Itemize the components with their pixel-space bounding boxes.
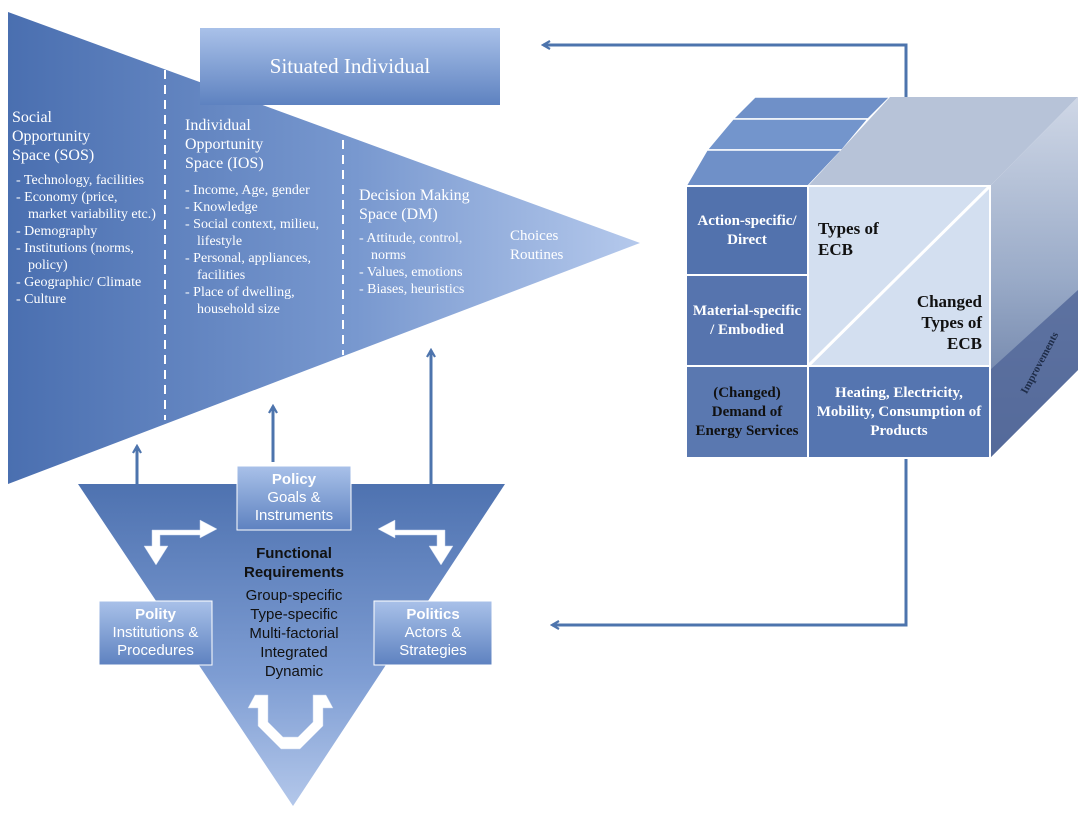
ios-item-1: - Income, Age, gender <box>185 183 310 198</box>
sos-item-4: - Institutions (norms, policy) <box>16 241 134 273</box>
material-specific-text: Material-specific / Embodied <box>692 302 802 338</box>
choices-routines: Choices Routines <box>510 227 563 265</box>
functional-item-1: Group-specific <box>245 587 343 604</box>
politics-line-2: Strategies <box>399 642 467 659</box>
material-specific-cell: Material-specific / Embodied <box>692 275 802 366</box>
functional-title-line-1: Functional <box>256 545 332 562</box>
dm-item-2: - Values, emotions <box>359 265 463 280</box>
sos-item-6: - Culture <box>16 292 67 307</box>
right-bent-arrow-icon <box>377 519 454 566</box>
policy-label: Policy Goals & Instruments <box>237 466 351 530</box>
ios-item-4: - Personal, appliances, facilities <box>185 251 311 283</box>
ios-title: Individual Opportunity Space (IOS) <box>185 116 335 173</box>
routines-label: Routines <box>510 247 564 263</box>
action-specific-cell: Action-specific/ Direct <box>692 186 802 275</box>
policy-title: Policy <box>271 471 317 488</box>
functional-item-4: Integrated <box>260 644 328 661</box>
sos-item-2: - Economy (price, market variability etc… <box>16 190 156 222</box>
cube-top-slat-2 <box>705 118 870 151</box>
functional-item-3: Multi-factorial <box>249 625 339 642</box>
ios-list: - Income, Age, gender - Knowledge - Soci… <box>185 182 335 318</box>
functional-item-5: Dynamic <box>264 663 324 680</box>
action-specific-text: Action-specific/ Direct <box>697 212 797 248</box>
dm-list: - Attitude, control, norms - Values, emo… <box>359 230 499 298</box>
sos-item-5: - Geographic/ Climate <box>16 275 142 290</box>
types-diagonal <box>806 184 992 368</box>
feedback-arrow-to-politics <box>552 458 908 625</box>
policy-box <box>236 465 352 531</box>
politics-line-1: Actors & <box>404 624 462 641</box>
functional-title-line-2: Requirements <box>243 564 345 581</box>
cube-top-right <box>808 97 1078 186</box>
bottom-double-arrow-icon <box>247 694 334 750</box>
sos-title: Social Opportunity Space (SOS) <box>12 108 162 165</box>
changed-demand-cell: (Changed) Demand of Energy Services <box>692 366 802 458</box>
dm-title-line-2: Space (DM) <box>359 206 438 223</box>
sos-item-1: - Technology, facilities <box>16 173 145 188</box>
dm-title-line-1: Decision Making <box>359 187 470 204</box>
polity-line-1: Institutions & <box>112 624 199 641</box>
heating-cell-bg <box>807 365 991 459</box>
policy-line-1: Goals & <box>267 489 321 506</box>
politics-label: Politics Actors & Strategies <box>374 601 492 665</box>
sos-title-line-2: Opportunity <box>12 128 91 145</box>
functional-requirements: Functional Requirements Group-specific T… <box>214 544 374 681</box>
heating-text: Heating, Electricity, Mobility, Consumpt… <box>816 384 982 439</box>
policy-line-2: Instruments <box>254 507 334 524</box>
polity-line-2: Procedures <box>117 642 194 659</box>
sos-item-3: - Demography <box>16 224 98 239</box>
situated-individual-label: Situated Individual <box>200 28 500 105</box>
policy-triangle <box>78 484 505 806</box>
cube-side-bottom <box>990 290 1078 458</box>
types-of-ecb-text: Types of ECB <box>818 219 879 259</box>
changed-types-text: Changed Types of ECB <box>916 292 982 353</box>
changed-demand-text: (Changed) Demand of Energy Services <box>695 384 799 439</box>
functional-item-2: Type-specific <box>250 606 338 623</box>
ios-item-2: - Knowledge <box>185 200 258 215</box>
left-bent-arrow-icon <box>143 519 218 566</box>
choices-label: Choices <box>510 228 559 244</box>
ios-item-5: - Place of dwelling, household size <box>185 285 295 317</box>
polity-box <box>98 600 213 666</box>
types-of-ecb: Types of ECB <box>818 218 898 260</box>
cube-top-slat-1 <box>731 96 892 120</box>
sos-list: - Technology, facilities - Economy (pric… <box>16 172 158 308</box>
heating-cell: Heating, Electricity, Mobility, Consumpt… <box>814 366 984 458</box>
changed-types-of-ecb: Changed Types of ECB <box>892 291 982 354</box>
sos-title-line-1: Social <box>12 109 52 126</box>
situated-individual-text: Situated Individual <box>269 54 431 78</box>
polity-title: Polity <box>135 606 176 623</box>
action-specific-cell-bg <box>685 185 809 276</box>
dm-item-1: - Attitude, control, norms <box>359 231 463 263</box>
politics-title: Politics <box>406 606 460 623</box>
polity-label: Polity Institutions & Procedures <box>99 601 212 665</box>
dm-title: Decision Making Space (DM) <box>359 186 509 224</box>
situated-individual-box <box>200 28 500 105</box>
changed-demand-cell-bg <box>685 365 809 459</box>
ios-item-3: - Social context, milieu, lifestyle <box>185 217 320 249</box>
sos-title-line-3: Space (SOS) <box>12 147 95 164</box>
politics-box <box>373 600 493 666</box>
ios-title-line-1: Individual <box>185 117 251 134</box>
dm-item-3: - Biases, heuristics <box>359 282 465 297</box>
ios-title-line-3: Space (IOS) <box>185 155 264 172</box>
ios-title-line-2: Opportunity <box>185 136 264 153</box>
